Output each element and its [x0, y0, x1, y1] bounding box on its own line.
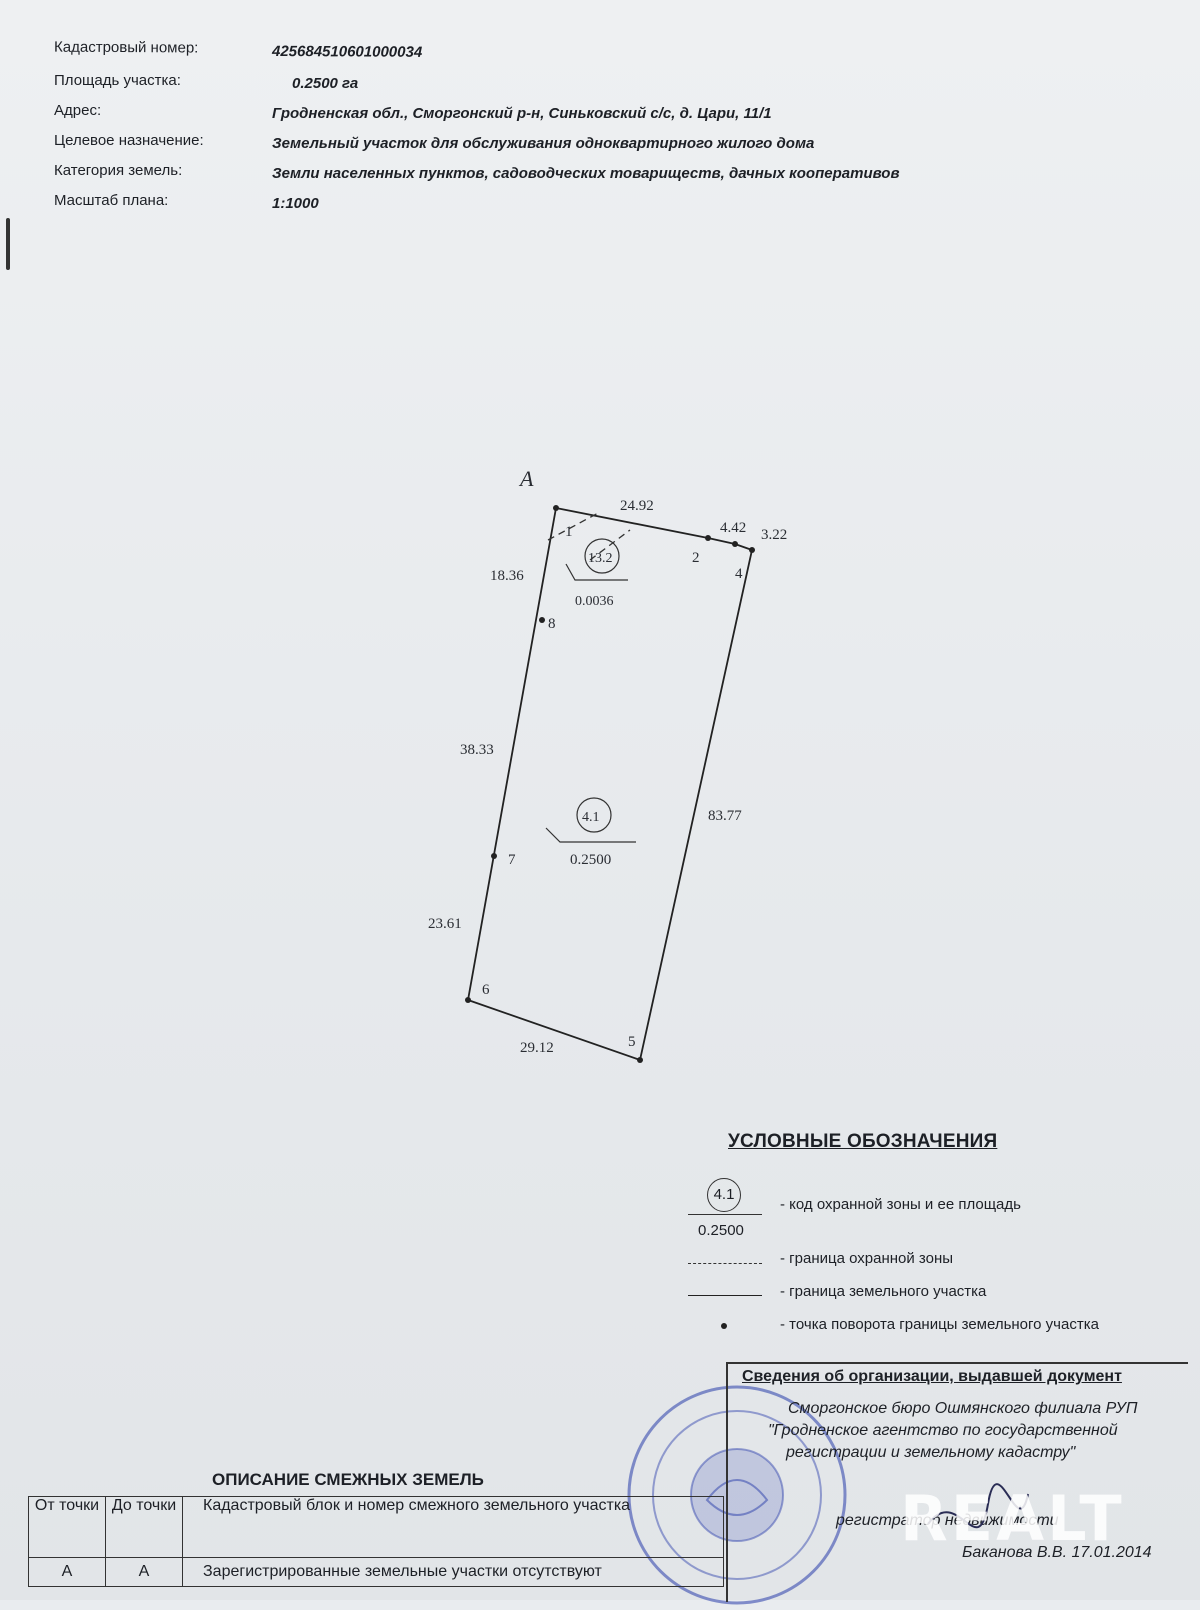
info-value: Земли населенных пунктов, садоводческих … [272, 165, 900, 182]
registrar-signatory: Баканова В.В. 17.01.2014 [962, 1544, 1152, 1561]
info-row-scale: Масштаб плана: 1:1000 [54, 192, 1154, 222]
point-label: 2 [692, 550, 700, 566]
organization-line: регистрации и земельному кадастру" [786, 1444, 1076, 1461]
turning-point [539, 617, 545, 623]
info-row-area: Площадь участка: 0.2500 га [54, 72, 1154, 102]
start-point-label: А [518, 466, 534, 491]
info-row-address: Адрес: Гродненская обл., Сморгонский р-н… [54, 102, 1154, 132]
legend-zone-area: 0.2500 [698, 1222, 744, 1239]
cell-from: А [28, 1557, 106, 1587]
adjacent-lands-table: От точки До точки Кадастровый блок и ном… [28, 1496, 724, 1587]
zone-code: 4.1 [582, 810, 600, 825]
info-value: Земельный участок для обслуживания однок… [272, 135, 815, 152]
zone-code: 13.2 [588, 551, 613, 566]
point-label: 7 [508, 852, 516, 868]
point-label: 8 [548, 616, 556, 632]
legend-zone-code: 4.1 [707, 1178, 741, 1212]
point-label: 1 [565, 524, 573, 540]
info-label: Площадь участка: [54, 72, 181, 89]
legend-item: - точка поворота границы земельного учас… [780, 1316, 1099, 1333]
parcel-info: Кадастровый номер: 425684510601000034 Пл… [54, 39, 1154, 222]
margin-mark [6, 218, 10, 270]
zone-area: 0.0036 [575, 594, 614, 609]
segment-length: 24.92 [620, 498, 654, 514]
info-value: Гродненская обл., Сморгонский р-н, Синьк… [272, 105, 772, 122]
info-label: Целевое назначение: [54, 132, 204, 149]
turning-point [749, 547, 755, 553]
turning-point [732, 541, 738, 547]
legend-item: - граница земельного участка [780, 1283, 987, 1300]
segment-length: 23.61 [428, 916, 462, 932]
adjacent-lands-title: ОПИСАНИЕ СМЕЖНЫХ ЗЕМЕЛЬ [212, 1470, 484, 1489]
point-label: 6 [482, 982, 490, 998]
zone-13-2-circle [584, 538, 620, 574]
header-description: Кадастровый блок и номер смежного земель… [182, 1496, 724, 1558]
segment-length: 29.12 [520, 1040, 554, 1056]
legend-zone-line [688, 1214, 762, 1215]
organization-block: Сведения об организации, выдавшей докуме… [726, 1362, 1188, 1602]
organization-line: Сморгонское бюро Ошмянского филиала РУП [788, 1400, 1138, 1417]
cell-description: Зарегистрированные земельные участки отс… [182, 1557, 724, 1587]
organization-title: Сведения об организации, выдавшей докуме… [742, 1368, 1122, 1385]
segment-length: 3.22 [761, 527, 787, 543]
segment-length: 38.33 [460, 742, 494, 758]
legend-item: - код охранной зоны и ее площадь [780, 1196, 1021, 1213]
segment-length: 83.77 [708, 808, 742, 824]
parcel-boundary [466, 506, 754, 1062]
segment-length: 18.36 [490, 568, 524, 584]
zone-area: 0.2500 [570, 852, 611, 868]
zone-4-1-circle [576, 797, 612, 833]
handwritten-signature [927, 1483, 1029, 1529]
point-label: 5 [628, 1034, 636, 1050]
header-from-point: От точки [28, 1496, 106, 1558]
table-header-row: От точки До точки Кадастровый блок и ном… [28, 1496, 724, 1558]
legend-solid-line [688, 1295, 762, 1296]
security-zone-border [547, 511, 601, 541]
watermark-logo: REALT [900, 1482, 1125, 1555]
turning-point [637, 1057, 643, 1063]
parcel-plan: А 1 2 4 5 6 7 8 24.92 4.42 3.22 83.77 29… [428, 466, 787, 1063]
info-label: Масштаб плана: [54, 192, 169, 209]
legend-dashed-line [688, 1263, 762, 1264]
zone-leader-line [565, 563, 628, 581]
turning-point [491, 853, 497, 859]
info-value: 1:1000 [272, 195, 319, 212]
turning-point [705, 535, 711, 541]
info-value: 0.2500 га [292, 75, 359, 92]
turning-point [465, 997, 471, 1003]
info-row-purpose: Целевое назначение: Земельный участок дл… [54, 132, 1154, 162]
point-label: 4 [735, 566, 743, 582]
info-label: Адрес: [54, 102, 102, 119]
turning-point [553, 505, 559, 511]
legend-point-dot [721, 1323, 727, 1329]
segment-length: 4.42 [720, 520, 746, 536]
info-label: Категория земель: [54, 162, 183, 179]
header-to-point: До точки [105, 1496, 183, 1558]
security-zone-border [589, 529, 631, 561]
cell-to: А [105, 1557, 183, 1587]
turning-points [465, 505, 755, 1063]
legend-title: УСЛОВНЫЕ ОБОЗНАЧЕНИЯ [728, 1131, 998, 1152]
table-row: А А Зарегистрированные земельные участки… [28, 1557, 724, 1587]
zone-leader-line [545, 827, 636, 843]
organization-line: "Гродненское агентство по государственно… [768, 1422, 1118, 1439]
info-row-category: Категория земель: Земли населенных пункт… [54, 162, 1154, 192]
legend-item: - граница охранной зоны [780, 1250, 954, 1267]
registrar-role: регистратор недвижимости [836, 1512, 1059, 1529]
